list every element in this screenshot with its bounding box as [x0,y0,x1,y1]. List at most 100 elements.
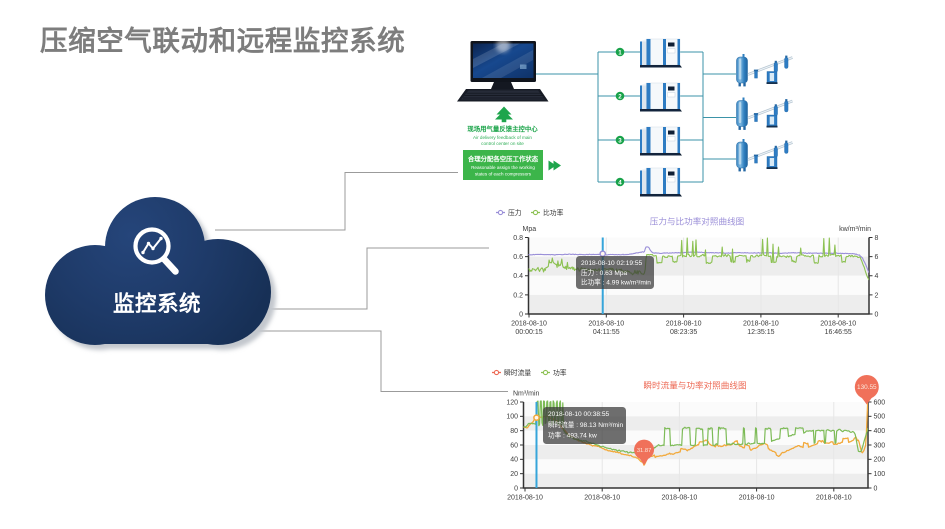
plot-band [523,445,868,460]
x-tick-label-date: 2018-08-10 [666,321,702,328]
control-computer-part [491,82,514,89]
markpoint-pin: 31.87 [634,439,655,466]
tooltip-box [543,407,626,444]
connector-to-diagram [215,172,458,231]
chart-title: 压力与比功率对照曲线图 [650,216,745,227]
pressure-power-chart[interactable]: 0.80.60.40.20864202018-08-1000:00:152018… [496,208,879,336]
y-axis-name-left: Nm³/min [513,391,540,398]
legend-item-压力[interactable]: 压力 [496,208,522,217]
flow-power-chart[interactable]: 12010080604020060050040030020010002018-0… [492,368,885,502]
legend-label: 比功率 [543,208,564,217]
legend-marker-circle [542,369,549,376]
up-arrow-icon [495,106,513,123]
legend-marker-circle [532,209,539,216]
feedback-label-en-1: Air delivery feedback of main [473,135,532,140]
dot-number-1: 1 [618,49,622,56]
air-train-3 [735,137,794,173]
pin-head [854,375,879,399]
legend-label: 压力 [508,208,522,217]
y-tick-label-left: 0.2 [513,292,523,299]
y-tick-label-right: 2 [875,292,879,299]
y-tick-label-right: 0 [874,485,878,492]
y-tick-label-left: 0 [514,485,518,492]
control-computer-part [496,38,510,53]
plot-band [528,237,869,257]
y-tick-label-right: 6 [875,254,879,261]
control-computer-part [461,90,545,100]
compressor-4 [639,167,683,197]
legend-item-瞬时流量[interactable]: 瞬时流量 [492,368,531,377]
magnifier-trend-icon-part [133,227,171,265]
y-tick-label-right: 4 [875,273,879,280]
tooltip-line: 2018-08-10 00:38:55 [548,411,610,418]
connector-to-flow-chart [245,330,508,392]
up-arrow-icon-part [495,110,513,120]
y-tick-label-right: 500 [874,414,886,421]
magnifier-trend-icon-part-part [146,241,151,246]
y-tick-label-left: 20 [510,471,518,478]
cloud-connectors [215,172,508,392]
legend-item-比功率[interactable]: 比功率 [531,208,564,217]
y-tick-label-left: 60 [510,442,518,449]
cloud-label: 监控系统 [112,292,201,316]
x-tick-label-date: 2018-08-10 [816,495,852,502]
feedback-annotation: 现场用气量反馈主控中心 Air delivery feedback of mai… [467,106,538,146]
tooltip-line: 2018-08-10 02:19:55 [581,260,643,267]
cloud-shape [45,197,276,350]
diagram-pipelines [534,51,736,183]
chart-title: 瞬时流量与功率对照曲线图 [643,380,746,391]
x-tick-label-time: 16:46:55 [825,329,852,336]
y-tick-label-left: 120 [506,399,518,406]
x-tick-label-date: 2018-08-10 [584,495,620,502]
legend-marker-circle [497,209,504,216]
compressor-1 [639,38,683,68]
y-tick-label-left: 0.4 [513,273,523,280]
x-tick-label-date: 2018-08-10 [588,321,624,328]
assign-box: 合理分配各空压工作状态 Reasonable assign the workin… [463,150,561,180]
cloud-shape-part [45,197,271,345]
y-tick-label-right: 400 [874,428,886,435]
tooltip-line: 功率 : 493.74 kw [548,430,597,439]
tooltip-box [576,256,654,289]
hover-point [599,250,607,258]
legend-label: 功率 [553,368,567,377]
up-arrow-icon-part [501,119,507,123]
tooltip-line: 瞬时流量 : 98.13 Nm³/min [548,420,623,429]
compressor-number-dots: 1 2 3 4 [615,47,625,187]
y-tick-label-left: 0.8 [513,235,523,242]
pin-head [634,439,655,460]
x-tick-label-date: 2018-08-10 [511,321,547,328]
compressor-number-dots-part [615,91,625,101]
legend-label: 瞬时流量 [504,368,531,377]
assign-box-part [463,150,543,180]
right-arrow-icon [548,160,561,171]
x-tick-label-date: 2018-08-10 [507,495,543,502]
y-axis-name-right: kw/m³/min [839,226,871,233]
right-arrow-icon-part [553,160,561,171]
y-tick-label-right: 300 [874,442,886,449]
x-tick-label-time: 00:00:15 [515,329,542,336]
compressor-3 [639,126,683,156]
magnifier-trend-icon-part-part [151,246,155,251]
pin-label: 31.87 [637,448,652,454]
magnifier-trend-icon-part [160,255,179,275]
y-tick-label-left: 0 [519,311,523,318]
y-tick-label-right: 8 [875,235,879,242]
cloud-shape-part-part [70,280,250,344]
compressor-2 [639,82,683,112]
y-tick-label-left: 40 [510,457,518,464]
y-tick-label-left: 100 [506,414,518,421]
x-tick-label-date: 2018-08-10 [743,321,779,328]
legend-item-功率[interactable]: 功率 [541,368,567,377]
plot-band [523,459,868,474]
y-tick-label-left: 80 [510,428,518,435]
x-tick-label-time: 12:35:15 [747,329,774,336]
pin-label: 130.55 [857,384,877,391]
y-tick-label-right: 200 [874,457,886,464]
compressor-number-dots-part [615,135,625,145]
y-tick-label-left: 0.6 [513,254,523,261]
right-arrow-icon-part [548,160,556,171]
assign-label-en-1: Reasonable assign the working [471,165,535,170]
